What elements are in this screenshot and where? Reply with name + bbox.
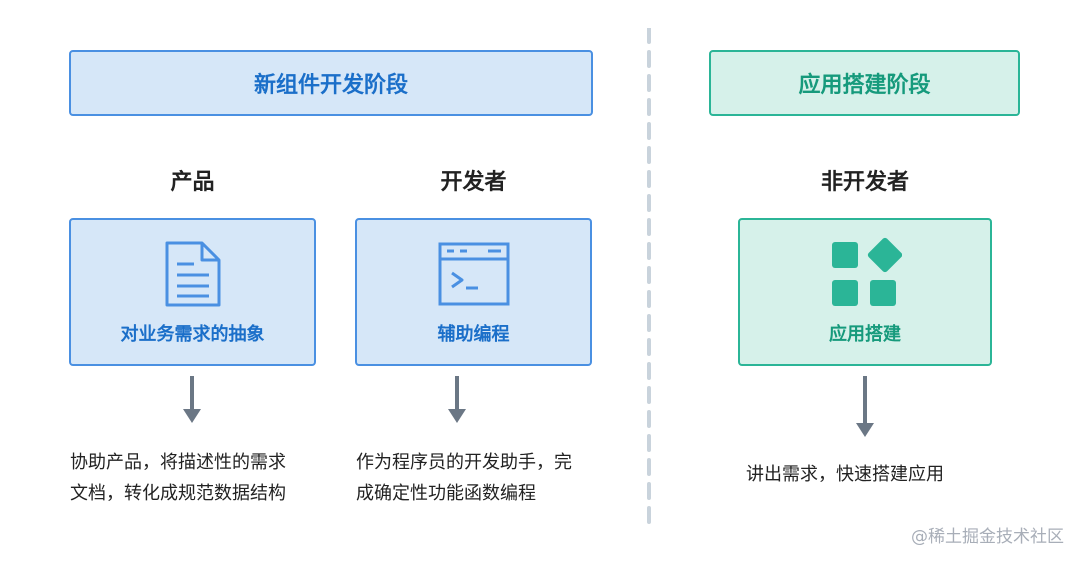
role-title-developer: 开发者	[440, 170, 507, 195]
phase-header-new-component: 新组件开发阶段	[69, 50, 593, 116]
watermark: @稀土掘金技术社区	[911, 527, 1064, 547]
role-title-nondeveloper: 非开发者	[820, 170, 909, 195]
phase-title-new-component: 新组件开发阶段	[253, 73, 408, 98]
description-developer: 作为程序员的开发助手，完 成确定性功能函数编程	[356, 447, 572, 509]
card-label-product: 对业务需求的抽象	[120, 324, 265, 345]
card-product: 对业务需求的抽象	[69, 218, 316, 366]
arrow-down-icon	[448, 376, 466, 423]
description-line: 讲出需求，快速搭建应用	[746, 464, 944, 485]
card-label-nondeveloper: 应用搭建	[829, 324, 901, 345]
card-nondeveloper: 应用搭建	[738, 218, 992, 366]
role-title-product: 产品	[170, 170, 215, 195]
phase-divider	[647, 28, 651, 528]
card-label-developer: 辅助编程	[437, 324, 510, 345]
phase-header-app-building: 应用搭建阶段	[709, 50, 1020, 116]
description-line: 文档，转化成规范数据结构	[70, 483, 286, 504]
description-nondeveloper: 讲出需求，快速搭建应用	[746, 459, 944, 490]
terminal-icon	[438, 242, 509, 306]
arrow-down-icon	[183, 376, 201, 423]
phase-title-app-building: 应用搭建阶段	[798, 73, 931, 98]
document-icon	[165, 241, 220, 307]
description-line: 作为程序员的开发助手，完	[356, 452, 572, 473]
card-developer: 辅助编程	[355, 218, 592, 366]
arrow-down-icon	[856, 376, 874, 437]
description-product: 协助产品，将描述性的需求 文档，转化成规范数据结构	[70, 447, 286, 509]
blocks-icon	[832, 237, 902, 306]
description-line: 成确定性功能函数编程	[356, 483, 536, 504]
description-line: 协助产品，将描述性的需求	[70, 452, 286, 473]
